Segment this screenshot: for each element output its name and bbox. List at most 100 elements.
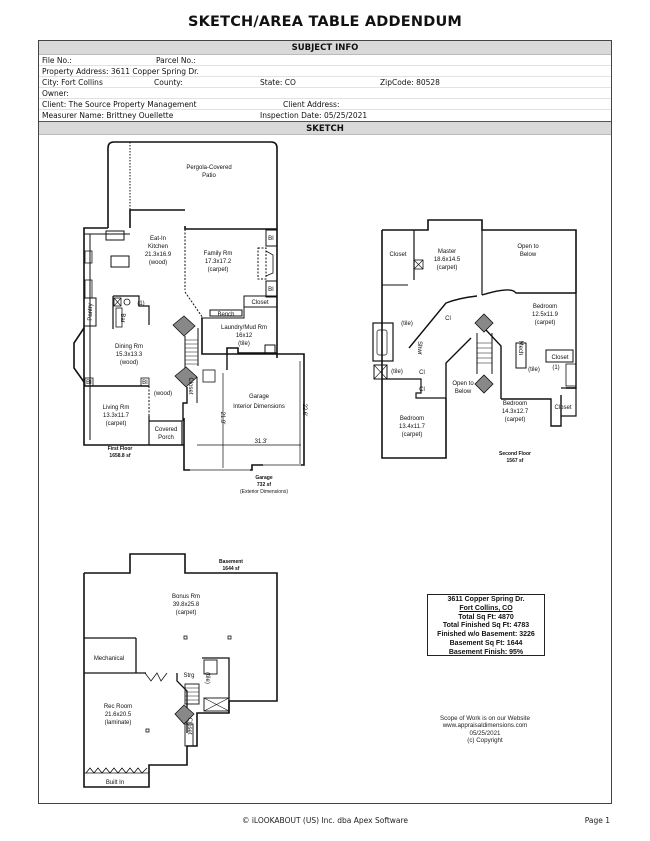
- page-number: Page 1: [584, 816, 610, 825]
- svg-text:Cl: Cl: [445, 316, 451, 322]
- basement-label: Basement: [219, 559, 243, 565]
- parcel-no: Parcel No.:: [156, 56, 196, 65]
- svg-text:21.6x20.5: 21.6x20.5: [105, 712, 132, 718]
- svg-text:BI: BI: [268, 236, 274, 242]
- label-dining: Dining Rm: [115, 344, 143, 350]
- svg-text:Below: Below: [520, 252, 537, 258]
- svg-text:BI: BI: [142, 380, 148, 386]
- label-rec-room: Rec Room: [104, 704, 132, 710]
- label-kitchen: Eat-In: [150, 236, 166, 242]
- info-row-city: City: Fort Collins County: State: CO Zip…: [39, 77, 611, 88]
- svg-text:13.3x11.7: 13.3x11.7: [103, 413, 130, 419]
- scope-line-1: Scope of Work is on our Website: [440, 715, 530, 722]
- zipcode: ZipCode: 80528: [380, 78, 440, 87]
- svg-text:(wood): (wood): [120, 360, 138, 366]
- client: Client: The Source Property Management: [42, 100, 197, 109]
- svg-text:Closet: Closet: [389, 252, 406, 258]
- svg-text:Closet: Closet: [551, 355, 568, 361]
- label-bedroom-ne: Bedroom: [533, 304, 557, 310]
- city: City: Fort Collins: [42, 78, 103, 87]
- info-row-address: Property Address: 3611 Copper Spring Dr.: [39, 66, 611, 77]
- svg-text:(carpet): (carpet): [208, 267, 229, 273]
- svg-text:Strg: Strg: [183, 673, 194, 679]
- subject-info-header: SUBJECT INFO: [39, 41, 611, 55]
- svg-text:Cl: Cl: [419, 387, 425, 393]
- garage-label: Garage: [255, 475, 272, 481]
- first-floor-label: First Floor: [108, 446, 133, 452]
- client-address: Client Address:: [283, 100, 340, 109]
- svg-text:BI: BI: [268, 287, 274, 293]
- summary-basement-finish: Basement Finish: 95%: [448, 648, 524, 656]
- svg-text:31.3': 31.3': [255, 439, 268, 445]
- svg-text:18.6x14.5: 18.6x14.5: [434, 257, 461, 263]
- footer-copyright: © iLOOKABOUT (US) Inc. dba Apex Software: [241, 816, 409, 825]
- label-closet: Closet: [251, 300, 268, 306]
- addendum-frame: SUBJECT INFO File No.: Parcel No.: Prope…: [38, 40, 612, 804]
- svg-text:14.3x12.7: 14.3x12.7: [502, 409, 529, 415]
- info-row-file: File No.: Parcel No.:: [39, 55, 611, 66]
- svg-text:Built In: Built In: [106, 780, 124, 786]
- label-living: Living Rm: [103, 405, 130, 411]
- svg-text:(tile): (tile): [204, 672, 210, 684]
- svg-text:39.8x25.8: 39.8x25.8: [173, 602, 200, 608]
- label-bedroom-sw: Bedroom: [400, 416, 424, 422]
- svg-text:1567 sf: 1567 sf: [507, 458, 524, 464]
- sketch-area: Pergola-Covered Patio Eat-In Kitchen 21.…: [39, 135, 611, 814]
- label-laundry: Laundry/Mud Rm: [221, 325, 267, 331]
- svg-text:1644 sf: 1644 sf: [223, 566, 240, 572]
- label-master: Master: [438, 249, 456, 255]
- svg-text:22.6': 22.6': [301, 404, 307, 417]
- second-floor-label: Second Floor: [499, 451, 531, 457]
- svg-text:12.5x11.9: 12.5x11.9: [532, 312, 559, 318]
- label-mechanical: Mechanical: [94, 656, 124, 662]
- property-address: Property Address: 3611 Copper Spring Dr.: [42, 67, 199, 76]
- svg-text:21.9': 21.9': [219, 412, 225, 425]
- svg-text:Patio: Patio: [202, 173, 216, 179]
- svg-text:Cl: Cl: [419, 370, 425, 376]
- svg-text:16x12: 16x12: [236, 333, 253, 339]
- svg-text:Closet: Closet: [554, 405, 571, 411]
- summary-basement-sqft: Basement Sq Ft: 1644: [449, 639, 523, 647]
- svg-text:Below: Below: [455, 389, 472, 395]
- label-garage: Garage: [249, 394, 270, 400]
- svg-text:(tile): (tile): [391, 369, 403, 375]
- sketch-header: SKETCH: [39, 121, 611, 135]
- area-summary-box: 3611 Copper Spring Dr. Fort Collins, CO …: [427, 594, 545, 656]
- scope-date: 05/25/2021: [469, 729, 501, 737]
- floor-plan-drawing: Pergola-Covered Patio Eat-In Kitchen 21.…: [73, 141, 577, 788]
- svg-text:BI: BI: [86, 380, 92, 386]
- summary-total-finished: Total Finished Sq Ft: 4783: [442, 622, 530, 630]
- info-row-measurer: Measurer Name: Brittney Ouellette Inspec…: [39, 110, 611, 121]
- file-no: File No.:: [42, 56, 72, 65]
- svg-text:(carpet): (carpet): [402, 432, 423, 438]
- svg-text:(laminate): (laminate): [105, 720, 132, 726]
- label-bedroom-s: Bedroom: [503, 401, 527, 407]
- svg-text:Porch: Porch: [158, 435, 174, 441]
- basement-plan: [83, 553, 278, 788]
- svg-text:17.3x17.2: 17.3x17.2: [205, 259, 232, 265]
- svg-text:Open to: Open to: [452, 381, 474, 387]
- second-floor-plan: [372, 219, 577, 459]
- inspection-date: Inspection Date: 05/25/2021: [260, 111, 368, 120]
- svg-text:732 sf: 732 sf: [257, 482, 272, 488]
- state: State: CO: [260, 78, 296, 87]
- label-patio: Pergola-Covered: [186, 165, 231, 171]
- svg-text:13.4x11.7: 13.4x11.7: [399, 424, 426, 430]
- svg-text:(carpet): (carpet): [505, 417, 526, 423]
- svg-text:(1): (1): [552, 365, 559, 371]
- info-row-client: Client: The Source Property Management C…: [39, 99, 611, 110]
- summary-address: 3611 Copper Spring Dr.: [447, 596, 525, 603]
- svg-text:(carpet): (carpet): [176, 610, 197, 616]
- svg-text:(carpet): (carpet): [437, 265, 458, 271]
- summary-finished-wo-basement: Finished w/o Basement: 3226: [437, 631, 535, 639]
- svg-text:Closet: Closet: [187, 377, 193, 394]
- svg-text:15.3x13.3: 15.3x13.3: [116, 352, 143, 358]
- svg-text:(wood): (wood): [149, 260, 167, 266]
- svg-text:(carpet): (carpet): [106, 421, 127, 427]
- info-row-owner: Owner:: [39, 88, 611, 99]
- svg-text:(tile): (tile): [401, 321, 413, 327]
- svg-text:Open to: Open to: [517, 244, 539, 250]
- scope-of-work-note: Scope of Work is on our Website www.appr…: [420, 715, 550, 745]
- svg-text:21.3x16.9: 21.3x16.9: [145, 252, 172, 258]
- label-bonus: Bonus Rm: [172, 594, 200, 600]
